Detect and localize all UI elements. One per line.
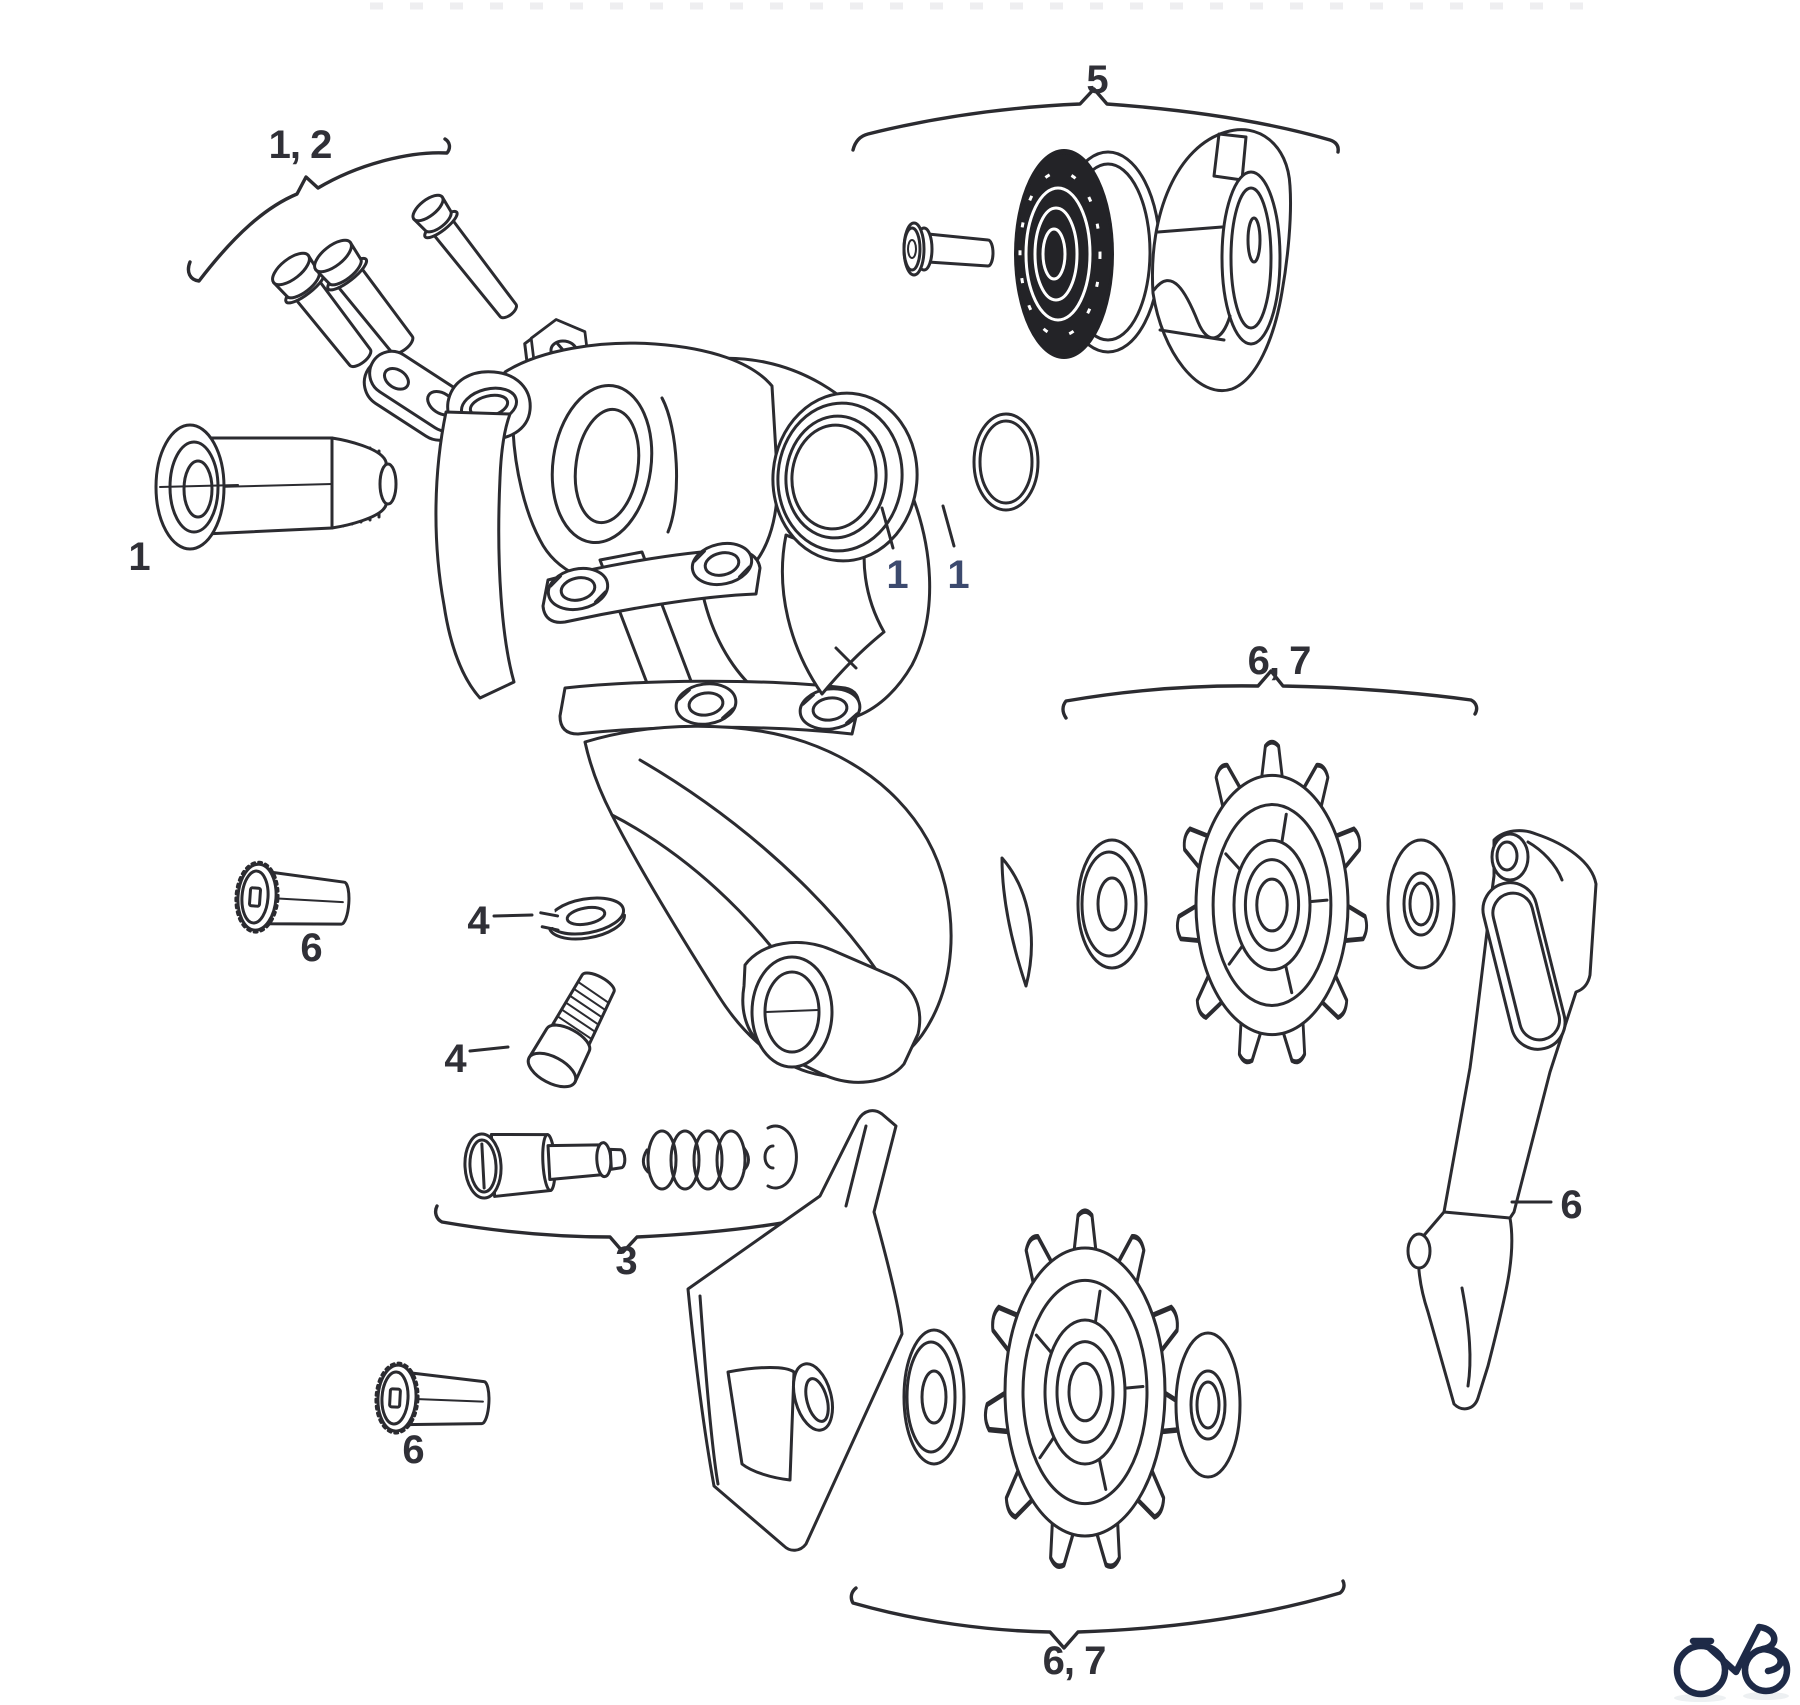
o-ring: 1 [941,412,1040,597]
part-label-4-screw: 4 [444,1037,467,1081]
part-label-4-washer: 4 [467,899,490,943]
limit-screw: 4 [444,971,616,1089]
bicycle-logo [1673,1623,1791,1702]
inner-cage-plate: 6 [1406,829,1598,1411]
pulley-washer [1076,838,1148,970]
part-label-6-bolt-upper: 6 [300,926,321,970]
part-label-6-bolt-lower: 6 [402,1428,423,1472]
guide-pulley-bolt [902,221,995,277]
upper-jockey-pulley [1176,742,1368,1066]
guide-pulley-assembly [1014,149,1162,359]
part-label-6-cage: 6 [1560,1183,1581,1227]
part-label-1-oring: 1 [947,553,969,597]
callout-brace-6-7-lower: 6, 7 [849,1579,1346,1683]
part-label-3: 3 [615,1239,636,1283]
part-label-6-7-lower: 6, 7 [1043,1639,1106,1683]
coil-spring [641,1129,750,1191]
callout-brace-1-2: 1, 2 [186,123,452,283]
b-adjust-screw [463,1132,627,1200]
part-label-1-2: 1, 2 [269,123,332,167]
outer-cage-plate [686,1109,904,1552]
callout-brace-6-7-upper: 6, 7 [1061,639,1479,720]
part-label-1-left: 1 [128,535,150,579]
part-label-5: 5 [1086,58,1108,102]
part-label-1-hanger: 1 [886,553,908,597]
pulley-bolt: 6 [232,859,353,970]
callout-brace-5: 5 [851,58,1340,154]
lower-jockey-pulley [984,1211,1186,1571]
pulley-washer [1386,838,1456,970]
part-label-6-7-upper: 6, 7 [1248,639,1311,683]
pulley-washer [902,1328,966,1466]
b-mounting-bolt: 1 [128,423,398,579]
hanger-bracket: 1 [771,391,919,696]
pulley-washer [1174,1331,1242,1479]
derailleur-body [434,341,1033,1084]
pulley-bolt: 6 [372,1360,493,1472]
lock-washer: 4 [467,896,626,943]
mounting-pin [405,187,529,329]
e-clip [763,1124,798,1190]
pulley-guard [1150,128,1293,393]
